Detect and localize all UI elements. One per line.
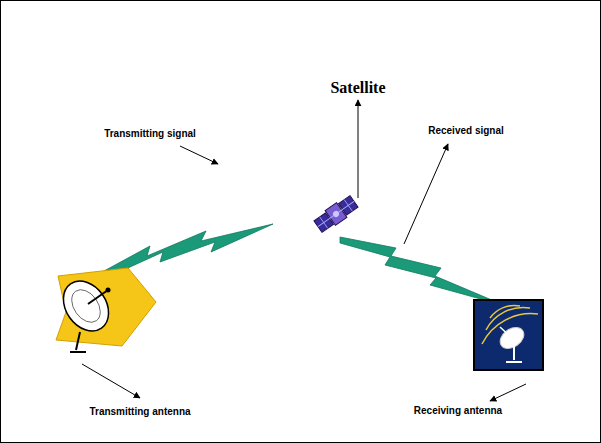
leader-arrow bbox=[404, 144, 448, 244]
transmitting-antenna-icon bbox=[54, 268, 156, 352]
signal-label: Received signal bbox=[428, 125, 504, 137]
leader-arrow bbox=[180, 146, 218, 164]
signal-bolt bbox=[340, 237, 506, 306]
leader-arrow bbox=[358, 100, 359, 198]
leader-arrow bbox=[82, 364, 140, 398]
leader-arrows bbox=[82, 100, 526, 401]
part-label: Satellite bbox=[330, 78, 385, 97]
satellite-icon bbox=[313, 194, 359, 234]
part-label: Receiving antenna bbox=[414, 405, 502, 417]
part-label: Transmitting antenna bbox=[89, 406, 190, 418]
receiving-antenna-icon bbox=[474, 300, 543, 370]
leader-arrow bbox=[490, 384, 526, 401]
signal-label: Transmitting signal bbox=[104, 128, 196, 140]
